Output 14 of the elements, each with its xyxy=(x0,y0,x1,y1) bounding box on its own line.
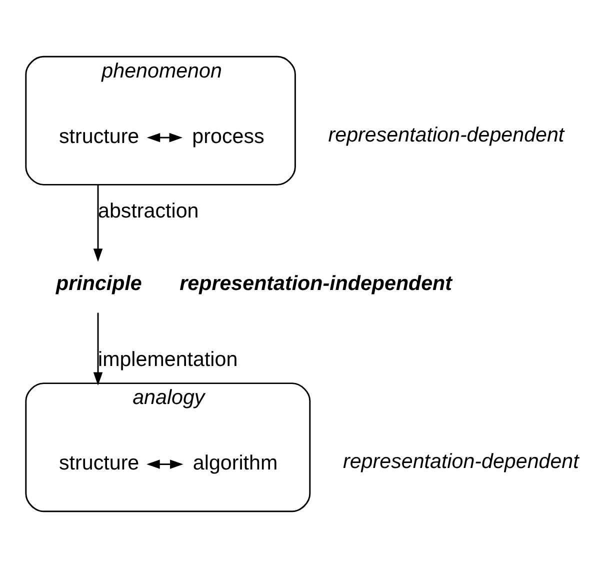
node-label: representation-dependent xyxy=(328,123,564,146)
node-text: structure xyxy=(59,124,140,148)
edge-label: implementation xyxy=(98,347,238,370)
arrow xyxy=(93,184,103,262)
edge-label: abstraction xyxy=(98,198,199,222)
arrow xyxy=(93,312,103,386)
node-label: representation-independent xyxy=(180,272,452,295)
node-label: representation-dependent xyxy=(343,450,579,473)
arrow xyxy=(146,132,183,142)
node-text: principle xyxy=(56,272,142,295)
node-text: algorithm xyxy=(192,451,278,474)
node-text: process xyxy=(192,124,264,148)
arrow xyxy=(146,459,184,468)
node-text: structure xyxy=(59,451,140,474)
